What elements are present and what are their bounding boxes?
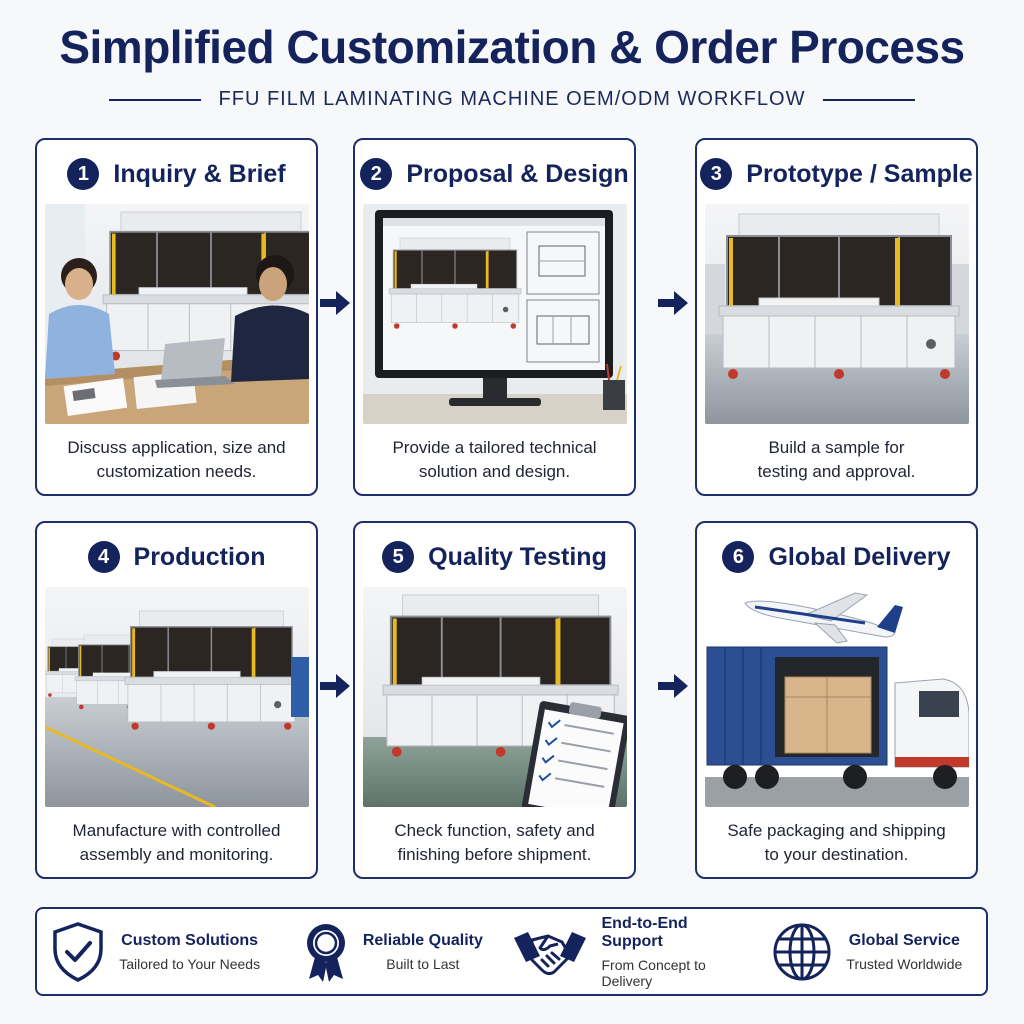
step-description-line: finishing before shipment. xyxy=(397,845,592,864)
arrow-right-icon xyxy=(658,291,688,315)
step-description: Build a sample for testing and approval. xyxy=(707,436,966,484)
production-line-photo xyxy=(45,587,309,807)
page-subtitle: FFU FILM LAMINATING MACHINE OEM/ODM WORK… xyxy=(218,88,806,110)
subtitle-row: FFU FILM LAMINATING MACHINE OEM/ODM WORK… xyxy=(0,88,1024,111)
step-number-badge: 6 xyxy=(722,541,755,573)
step-description-line: Provide a tailored technical xyxy=(392,438,597,457)
feature-end-to-end-support: End-to-End Support From Concept to Deliv… xyxy=(512,915,749,989)
step-description: Check function, safety and finishing bef… xyxy=(365,819,624,867)
step-description-line: to your destination. xyxy=(764,845,909,864)
step-number-badge: 5 xyxy=(382,541,415,573)
handshake-icon xyxy=(513,931,586,975)
step-card-proposal: 2 Proposal & Design xyxy=(353,138,636,496)
step-number-badge: 1 xyxy=(67,158,100,190)
feature-custom-solutions: Custom Solutions Tailored to Your Needs xyxy=(37,921,274,983)
step-description-line: Check function, safety and xyxy=(394,821,595,840)
step-description-line: Manufacture with controlled xyxy=(72,821,281,840)
meeting-photo xyxy=(45,204,309,424)
step-header: 2 Proposal & Design xyxy=(355,158,634,190)
step-title: Production xyxy=(133,542,266,571)
feature-title: Reliable Quality xyxy=(362,931,483,949)
step-header: 1 Inquiry & Brief xyxy=(37,158,316,190)
step-description-line: Safe packaging and shipping xyxy=(727,821,946,840)
step-number-badge: 3 xyxy=(700,158,733,190)
step-description: Manufacture with controlled assembly and… xyxy=(47,819,306,867)
step-header: 4 Production xyxy=(37,541,316,573)
feature-subtitle: Built to Last xyxy=(386,955,460,972)
step-description-line: Discuss application, size and xyxy=(67,438,286,457)
globe-icon xyxy=(773,923,831,980)
subtitle-divider-left xyxy=(108,98,201,101)
arrow-right-icon xyxy=(658,674,688,698)
prototype-machine-photo xyxy=(705,204,969,424)
award-ribbon-icon xyxy=(306,923,345,982)
features-bar: Custom Solutions Tailored to Your Needs … xyxy=(35,907,988,996)
step-number-badge: 4 xyxy=(87,541,120,573)
step-header: 5 Quality Testing xyxy=(355,541,634,573)
feature-subtitle: From Concept to Delivery xyxy=(601,956,706,989)
feature-title: Global Service xyxy=(848,931,960,949)
step-card-prototype: 3 Prototype / Sample Build a sample for … xyxy=(695,138,978,496)
page-title: Simplified Customization & Order Process xyxy=(59,21,965,73)
step-title: Quality Testing xyxy=(428,542,607,571)
step-description-line: Build a sample for xyxy=(768,438,905,457)
step-card-inquiry: 1 Inquiry & Brief Discu xyxy=(35,138,318,496)
arrow-right-icon xyxy=(320,674,350,698)
feature-title: End-to-End Support xyxy=(601,914,688,950)
step-description: Safe packaging and shipping to your dest… xyxy=(707,819,966,867)
step-description: Discuss application, size and customizat… xyxy=(47,436,306,484)
feature-title: Custom Solutions xyxy=(121,931,259,949)
shield-check-icon xyxy=(53,921,103,982)
step-card-delivery: 6 Global Delivery xyxy=(695,521,978,879)
feature-subtitle: Trusted Worldwide xyxy=(846,955,963,972)
subtitle-divider-right xyxy=(823,98,916,101)
step-description: Provide a tailored technical solution an… xyxy=(365,436,624,484)
feature-subtitle: Tailored to Your Needs xyxy=(119,955,261,972)
step-card-quality: 5 Quality Testing xyxy=(353,521,636,879)
step-title: Global Delivery xyxy=(768,542,951,571)
step-description-line: testing and approval. xyxy=(757,462,916,481)
step-description-line: assembly and monitoring. xyxy=(79,845,274,864)
step-number-badge: 2 xyxy=(360,158,393,190)
step-title: Proposal & Design xyxy=(406,159,629,188)
cad-monitor-photo xyxy=(363,204,627,424)
step-description-line: solution and design. xyxy=(418,462,571,481)
step-title: Prototype / Sample xyxy=(746,159,973,188)
quality-check-photo xyxy=(363,587,627,807)
step-header: 6 Global Delivery xyxy=(697,541,976,573)
step-title: Inquiry & Brief xyxy=(113,159,286,188)
delivery-truck-plane-photo xyxy=(705,587,969,807)
step-description-line: customization needs. xyxy=(96,462,257,481)
step-header: 3 Prototype / Sample xyxy=(697,158,976,190)
arrow-right-icon xyxy=(320,291,350,315)
feature-reliable-quality: Reliable Quality Built to Last xyxy=(274,921,511,983)
feature-global-service: Global Service Trusted Worldwide xyxy=(749,922,986,982)
step-card-production: 4 Production Manufacture with controlled… xyxy=(35,521,318,879)
